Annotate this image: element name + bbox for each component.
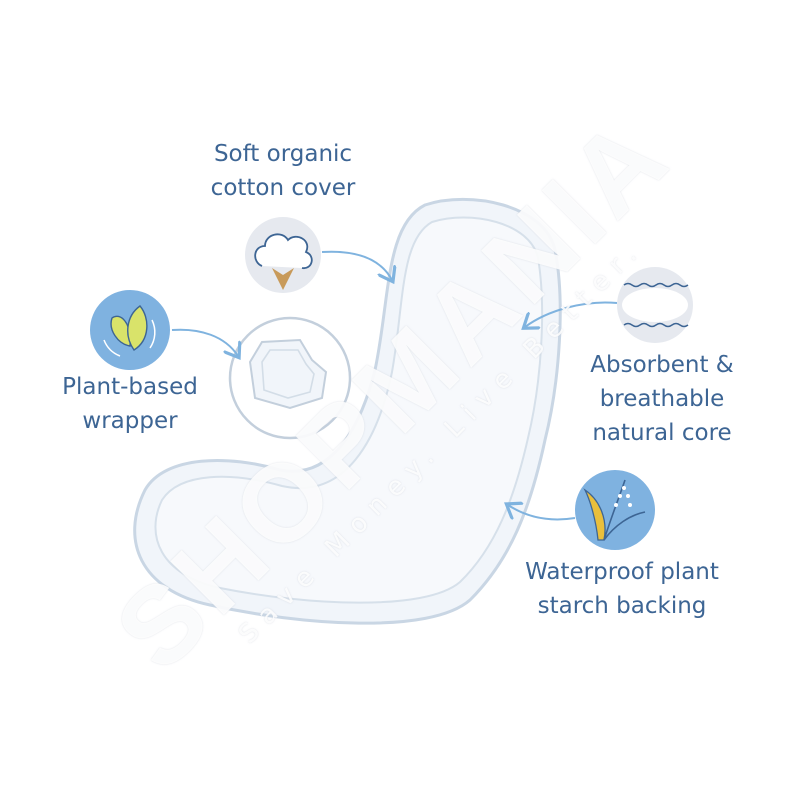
leaves-icon <box>90 290 170 370</box>
label-line: natural core <box>592 420 732 446</box>
arrow-core <box>525 301 618 327</box>
cotton-icon <box>245 217 321 293</box>
label-line: Absorbent & <box>590 352 734 378</box>
grain-stalk-icon <box>575 470 655 550</box>
wrapped-pad-illustration <box>228 316 352 440</box>
label-line: wrapper <box>82 408 178 434</box>
label-line: Plant-based <box>62 374 198 400</box>
fluff-core-icon <box>617 267 693 343</box>
label-line: breathable <box>599 386 725 412</box>
label-plant-wrapper: Plant-based wrapper <box>62 370 198 438</box>
arrow-wrapper <box>171 328 238 356</box>
label-starch-backing: Waterproof plant starch backing <box>525 555 719 623</box>
label-line: cotton cover <box>210 175 356 201</box>
label-cotton-cover: Soft organic cotton cover <box>211 137 356 205</box>
pad-liner-illustration <box>133 197 562 625</box>
label-line: starch backing <box>537 593 707 619</box>
label-natural-core: Absorbent & breathable natural core <box>590 348 733 450</box>
arrow-backing <box>508 505 576 521</box>
label-line: Soft organic <box>213 141 353 167</box>
label-line: Waterproof plant <box>525 559 719 585</box>
arrow-cotton <box>321 250 392 280</box>
